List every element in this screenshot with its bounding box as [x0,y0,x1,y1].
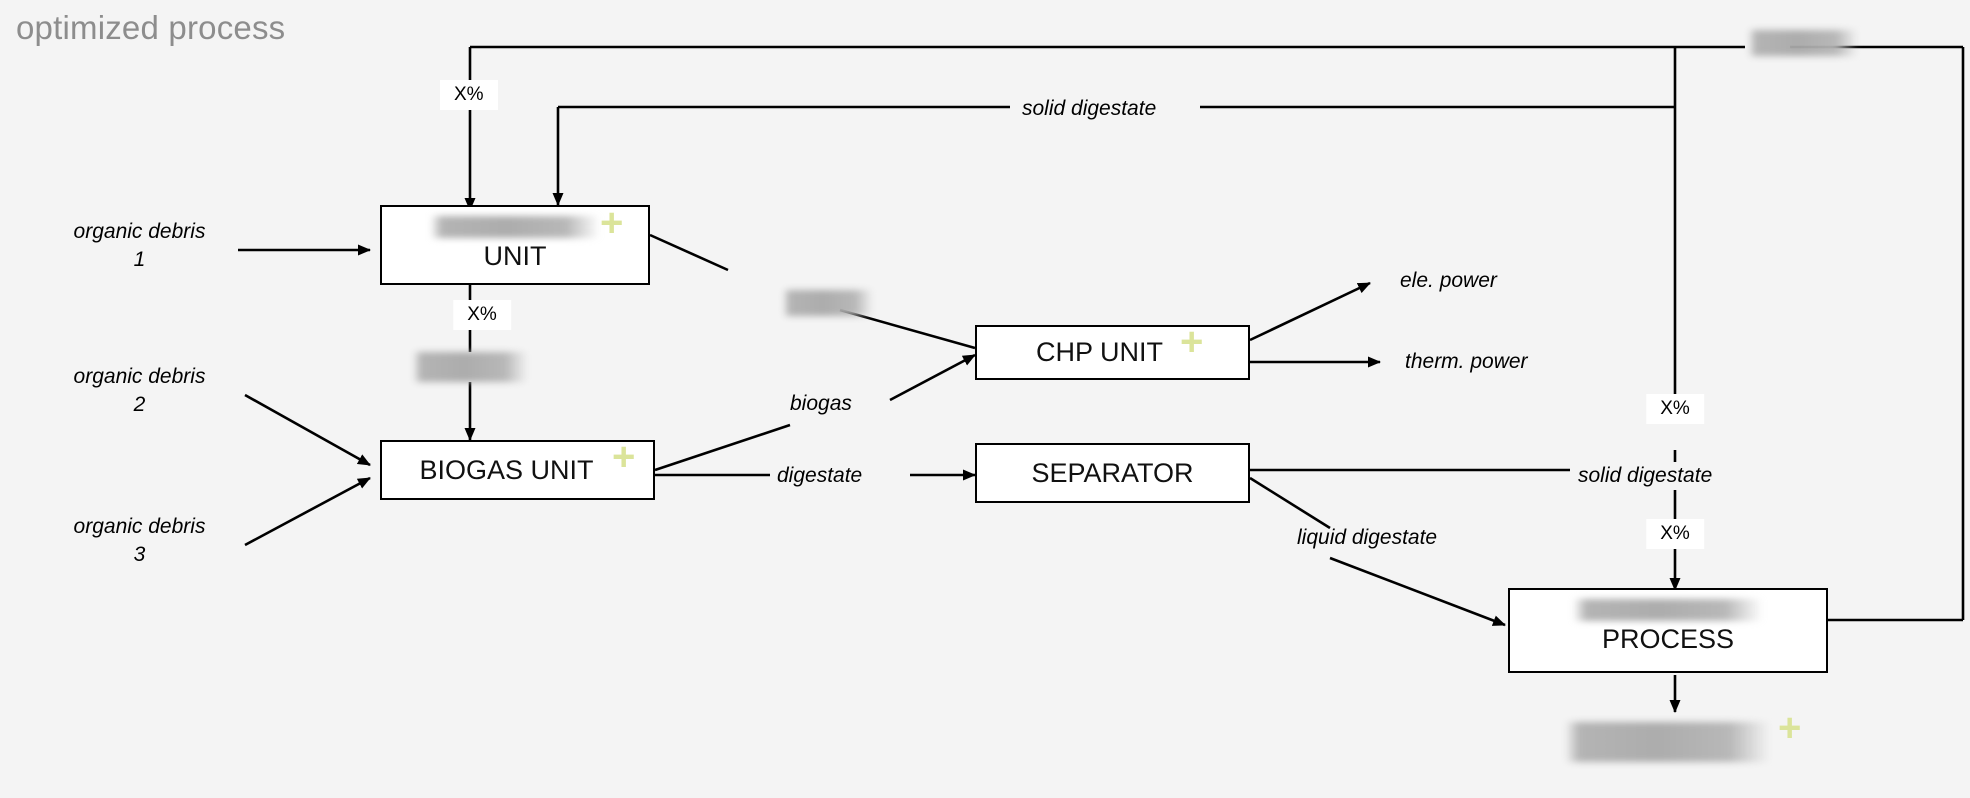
wire-debris3-to-biogas [244,476,371,547]
chip-unit-in[interactable]: X% [440,80,498,110]
node-process[interactable]: PROCESS [1508,588,1828,673]
wire-biogas-to-chp [889,353,976,402]
redacted-unit-title [430,216,600,238]
flow-label-digestate: digestate [777,464,863,487]
plus-icon-chp-unit[interactable]: + [1180,320,1204,364]
redacted-top-right-label [1748,30,1858,56]
flow-label-solid-digestate-right: solid digestate [1578,464,1713,487]
wire-debris2-to-biogas [244,393,371,467]
node-separator-label: SEPARATOR [1031,457,1194,488]
wire-liquid-digestate-leader [1249,476,1331,530]
node-unit[interactable]: UNIT [380,205,650,285]
plus-icon-bottom-output[interactable]: + [1778,706,1802,750]
output-label-ele-power: ele. power [1400,269,1497,292]
flow-label-biogas: biogas [790,392,852,415]
node-unit-label: UNIT [483,241,547,271]
flow-label-solid-digestate-top: solid digestate [1022,97,1157,120]
node-separator[interactable]: SEPARATOR [975,443,1250,503]
input-label-debris-3-line1: organic debris [73,515,206,538]
wire-unit-right-stub [649,233,729,272]
chip-right-lower[interactable]: X% [1646,519,1704,549]
node-process-label: PROCESS [1601,624,1735,654]
input-label-debris-2-line1: organic debris [73,365,206,388]
redacted-biogas-feed-label [783,290,873,316]
node-biogas-unit-label: BIOGAS UNIT [419,454,594,485]
input-label-debris-2-line2: 2 [133,393,146,417]
plus-icon-biogas-unit[interactable]: + [612,435,636,479]
input-label-debris-1: organic debris 1 [52,218,227,275]
node-chp-unit-label: CHP UNIT [1035,337,1163,368]
node-biogas-unit[interactable]: BIOGAS UNIT [380,440,655,500]
input-label-debris-1-line2: 1 [133,248,146,272]
wire-chp-ele-power [1249,281,1371,342]
node-chp-unit[interactable]: CHP UNIT [975,325,1250,380]
output-label-therm-power: therm. power [1405,350,1528,373]
input-label-debris-2: organic debris 2 [52,363,227,420]
page-title: optimized process [16,9,286,46]
input-label-debris-3: organic debris 3 [52,513,227,570]
input-label-debris-1-line1: organic debris [73,220,206,243]
chip-unit-out[interactable]: X% [453,300,511,330]
redacted-bottom-output-label [1565,722,1770,762]
redacted-process-title [1573,599,1763,621]
redacted-mid-chain-label [413,352,528,382]
input-label-debris-3-line2: 3 [133,543,146,567]
wire-biogas-leader [654,423,791,472]
chip-right-upper[interactable]: X% [1646,394,1704,424]
flow-label-liquid-digestate: liquid digestate [1297,526,1438,549]
plus-icon-unit[interactable]: + [600,201,624,245]
wire-liquid-to-process [1329,556,1506,627]
